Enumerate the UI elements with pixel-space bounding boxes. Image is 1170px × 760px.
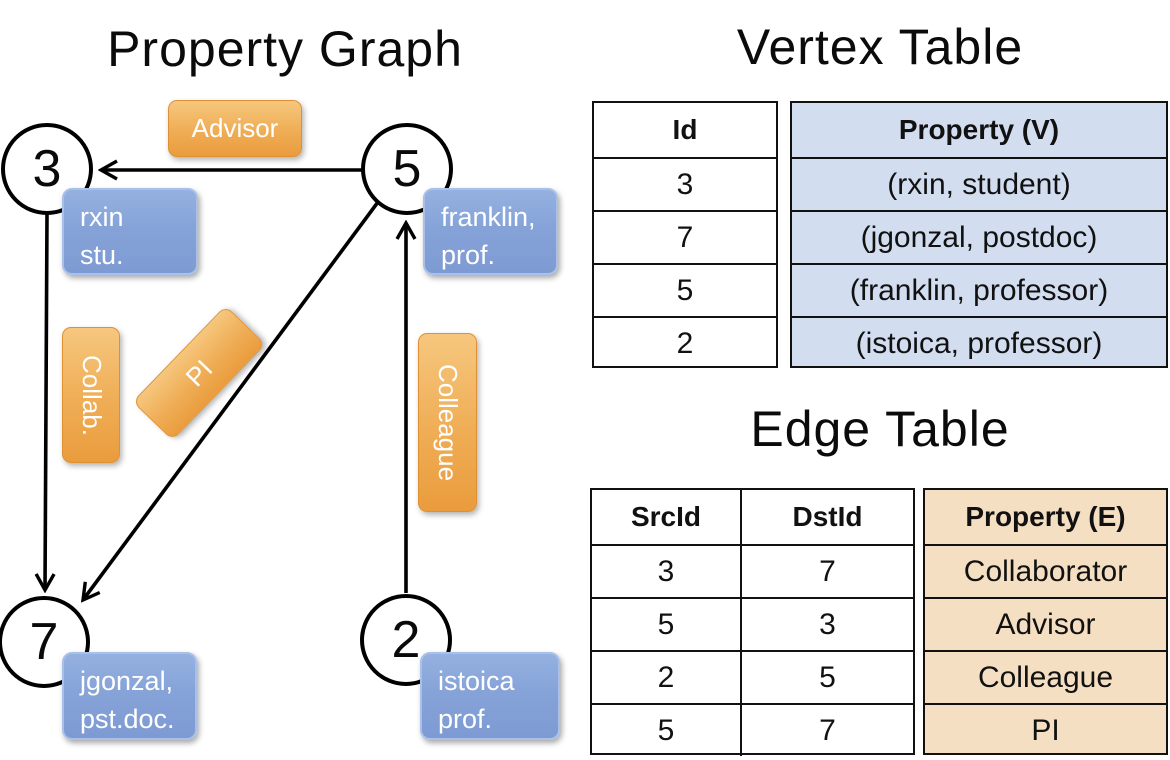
edge-table-cell-dst: 5 [740,650,913,703]
edge-table-title: Edge Table [750,401,1010,457]
vertex-property-line2: prof. [441,240,496,271]
vertex-id: 5 [392,140,422,198]
edge-table-cell-src: 5 [592,597,740,650]
edge-table-cell-property: Colleague [925,650,1166,703]
edge-table-cell-property: Collaborator [925,544,1166,597]
property-graph-title: Property Graph [107,21,463,77]
vertex-property-box-2: istoica prof. [420,652,560,740]
edge-table-cell-dst: 7 [740,544,913,597]
vertex-table-cell-id: 5 [594,263,776,316]
vertex-property-line2: stu. [80,240,124,271]
vertex-id: 2 [391,611,421,669]
edge-table-header-property: Property (E) [965,501,1126,532]
vertex-table-cell-property: (jgonzal, postdoc) [792,210,1166,263]
edge-table-header-dstid: DstId [740,490,913,544]
vertex-id: 3 [32,140,62,198]
vertex-property-line1: istoica [438,666,515,696]
vertex-table-cell-id: 2 [594,316,776,369]
edge-label-text: Advisor [191,113,279,143]
vertex-id: 7 [29,613,59,671]
edge-table-cell-src: 3 [592,544,740,597]
vertex-table-header-property: Property (V) [898,114,1060,145]
edge-label-advisor: Advisor [168,100,302,157]
vertex-circle-5: 5 [361,123,453,215]
graph-edges-layer [0,0,570,760]
edge-table-cell-src: 2 [592,650,740,703]
edge-label-text: Collab. [76,354,107,436]
edge-table-cell-property: PI [925,703,1166,756]
vertex-table-title: Vertex Table [736,19,1024,75]
vertex-table-cell-id: 3 [594,157,776,210]
vertex-property-box-3: rxin stu. [62,188,198,275]
vertex-table-cell-property: (franklin, professor) [792,263,1166,316]
vertex-table-cell-property: (istoica, professor) [792,316,1166,369]
edge-table-id-columns: SrcId DstId 3 7 5 3 2 5 5 7 [590,488,915,756]
vertex-table-header-id: Id [672,114,698,145]
edge-table-cell-dst: 3 [740,597,913,650]
vertex-property-box-7: jgonzal, pst.doc. [62,652,197,740]
vertex-property-line2: prof. [438,704,493,735]
vertex-property-line2: pst.doc. [80,704,175,735]
edge-table-cell-dst: 7 [740,703,913,756]
vertex-property-line1: franklin, [441,202,536,232]
vertex-property-line1: rxin [80,202,124,232]
edge-line-collab-3-to-7 [45,213,47,590]
vertex-property-line1: jgonzal, [80,666,174,696]
edge-label-collab: Collab. [62,327,120,463]
vertex-table-property-column: Property (V) (rxin, student) (jgonzal, p… [790,101,1168,368]
edge-table-header-srcid: SrcId [630,501,702,532]
edge-table-cell-src: 5 [592,703,740,756]
edge-line-pi-5-to-7 [83,200,380,600]
vertex-table-id-column: Id 3 7 5 2 [592,101,778,368]
edge-label-text: PI [179,353,218,392]
edge-table-cell-property: Advisor [925,597,1166,650]
edge-table-property-column: Property (E) Collaborator Advisor Collea… [923,488,1168,755]
vertex-table-cell-id: 7 [594,210,776,263]
vertex-circle-2: 2 [360,594,452,686]
edge-label-text: Colleague [433,363,463,482]
vertex-table-cell-property: (rxin, student) [792,157,1166,210]
vertex-property-box-5: franklin, prof. [423,188,558,275]
edge-label-colleague: Colleague [418,333,477,512]
